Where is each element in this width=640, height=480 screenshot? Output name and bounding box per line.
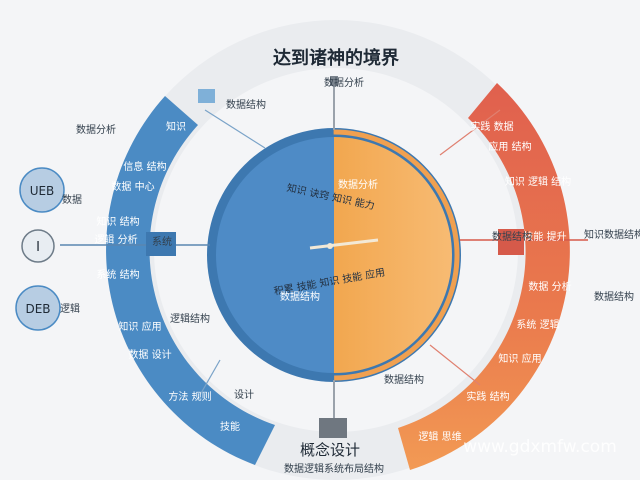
- diagram-title: 达到诸神的境界: [273, 47, 399, 69]
- blue-ring-arc: [106, 96, 276, 465]
- top-left-square: [198, 89, 215, 103]
- left-outside-label: 设计: [234, 388, 254, 401]
- left-outside-labels: 数据分析 数据 逻辑 数据结构 系统 逻辑结构 设计: [60, 98, 266, 401]
- right-ring-label: 知识 逻辑 结构: [505, 175, 571, 188]
- right-ring-label: 逻辑 思维: [418, 430, 461, 443]
- left-ring-label: 知识: [166, 120, 186, 133]
- left-outside-label: 逻辑结构: [170, 312, 210, 325]
- orange-ring-arc: [398, 83, 570, 470]
- left-outside-label: 系统: [152, 235, 172, 248]
- left-ring-label: 方法 规则: [168, 390, 211, 403]
- center-right-rim: [208, 129, 460, 381]
- center-left-half: [216, 137, 334, 373]
- right-outside-labels: 知识数据结构 数据结构 数据结构: [384, 228, 640, 386]
- right-ring-label: 应用 结构: [488, 140, 531, 153]
- bottom-connector: [319, 418, 347, 438]
- left-outside-label: 数据分析: [76, 123, 116, 136]
- callout-line-3: [429, 344, 481, 386]
- bottom-title: 概念设计: [300, 441, 360, 459]
- node3-label: DEB: [25, 302, 50, 316]
- right-ring-label: 数据 分析: [528, 280, 571, 293]
- left-connector: [146, 232, 176, 256]
- right-ring-label: 系统 逻辑: [516, 318, 559, 331]
- left-ring-labels: 知识 信息 结构 数据 中心 知识 结构 逻辑 分析 系统 结构 知识 应用 数…: [94, 120, 240, 433]
- node2-label: I: [36, 240, 40, 255]
- node3-circle: [15, 285, 61, 331]
- right-outside-label: 知识数据结构: [584, 228, 640, 241]
- top-connector: [330, 76, 338, 86]
- right-outside-label: 数据结构: [594, 290, 634, 303]
- clock-hand: [309, 238, 379, 250]
- inner-annotation: 数据分析: [324, 76, 364, 89]
- right-ring-labels: 实践 数据 应用 结构 知识 逻辑 结构 技能 提升 数据 分析 系统 逻辑 知…: [418, 120, 571, 443]
- center-right-half: [334, 137, 452, 373]
- left-ring-label: 数据 设计: [128, 348, 171, 361]
- left-outside-label: 数据结构: [226, 98, 266, 111]
- left-ring-label: 信息 结构: [123, 160, 166, 173]
- inner-annotations: 数据分析 数据结构 数据分析 数据结构: [280, 76, 532, 303]
- right-connector: [498, 229, 524, 255]
- clock-hub: [327, 243, 333, 249]
- left-outside-label: 数据: [62, 193, 82, 206]
- right-ring-label: 实践 数据: [470, 120, 513, 133]
- right-outside-label: 数据结构: [384, 373, 424, 386]
- inner-annotation: 数据分析: [338, 178, 378, 191]
- watermark: www.gdxmfw.com: [463, 437, 617, 457]
- left-ring-label: 技能: [220, 420, 240, 433]
- inner-annotation: 数据结构: [492, 230, 532, 243]
- right-ring-label: 知识 应用: [498, 352, 541, 365]
- right-ring-label: 技能 提升: [523, 230, 566, 243]
- callout-line-2: [439, 109, 501, 156]
- node1-circle: [19, 167, 65, 213]
- left-ring-label: 逻辑 分析: [94, 233, 137, 246]
- node2-circle: [21, 229, 55, 263]
- left-ring-label: 知识 结构: [96, 215, 139, 228]
- inner-annotation: 数据结构: [280, 290, 320, 303]
- bottom-subtitle: 数据逻辑系统布局结构: [284, 462, 384, 475]
- node1-label: UEB: [30, 184, 55, 198]
- callout-line-1: [204, 109, 266, 149]
- right-ring-label: 实践 结构: [466, 390, 509, 403]
- callout-line-4: [199, 359, 221, 396]
- left-ring-label: 知识 应用: [118, 320, 161, 333]
- left-ring-label: 数据 中心: [111, 180, 154, 193]
- left-outside-label: 逻辑: [60, 302, 80, 315]
- left-ring-label: 系统 结构: [96, 268, 139, 281]
